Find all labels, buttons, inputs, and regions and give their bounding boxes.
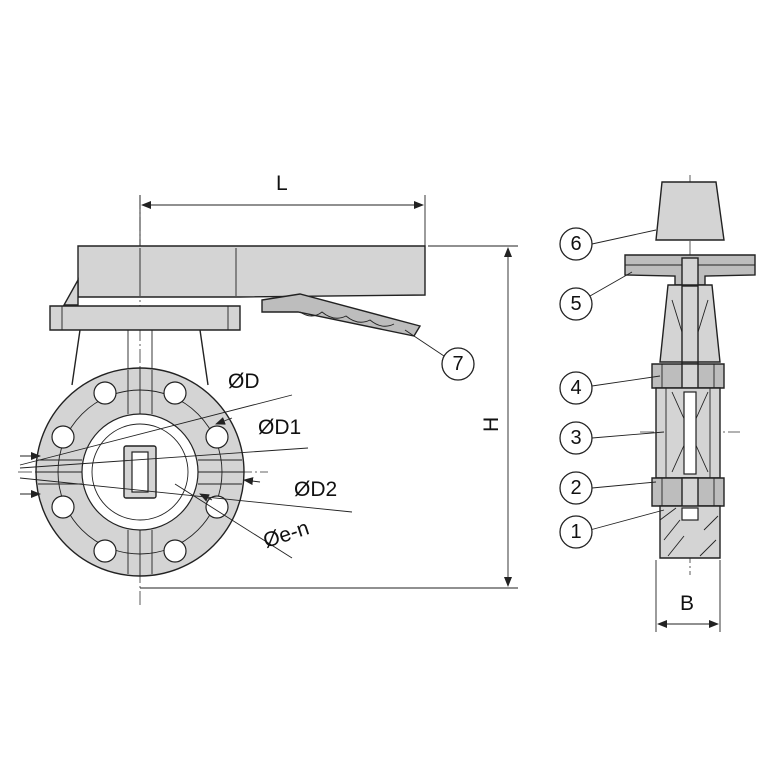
label-phi-D: ØD — [228, 370, 260, 393]
label-L: L — [276, 172, 288, 195]
callout-6-label: 6 — [570, 233, 581, 255]
label-H: H — [480, 417, 503, 432]
callout-5 — [559, 287, 593, 321]
leader-D1 — [19, 447, 309, 469]
ribs — [36, 368, 244, 576]
callouts-side: 6 5 4 3 2 1 — [559, 227, 665, 549]
callout-4-label: 4 — [570, 377, 581, 399]
lever-handle — [62, 245, 426, 306]
label-phi-D2: ØD2 — [294, 478, 337, 501]
callout-3-label: 3 — [570, 427, 581, 449]
callout-5-label: 5 — [570, 293, 581, 315]
neck-left — [71, 329, 81, 386]
label-phi-D1: ØD1 — [258, 416, 301, 439]
callout-6 — [559, 227, 593, 261]
callout-7 — [441, 347, 475, 381]
disc-circle — [91, 423, 189, 521]
handle-cap — [655, 181, 725, 241]
label-B: B — [680, 592, 694, 615]
callout-4 — [559, 371, 593, 405]
neck-right — [199, 329, 209, 386]
callout-2-label: 2 — [570, 477, 581, 499]
label-phi-e-n: Øe-n — [260, 516, 312, 552]
top-flange-block — [49, 305, 241, 331]
base-flange — [659, 505, 721, 559]
bolt-holes — [51, 381, 229, 563]
callout-2 — [559, 471, 593, 505]
leader-en — [174, 483, 293, 559]
callout-3 — [559, 421, 593, 455]
front-view: ØD ØD1 ØD2 Øe-n L H 7 — [18, 172, 518, 605]
trigger-lever — [261, 293, 422, 337]
callout-7-label: 7 — [452, 353, 463, 375]
leader-D2 — [19, 477, 353, 513]
callout-1 — [559, 515, 593, 549]
leader-D — [19, 394, 293, 466]
callout-1-label: 1 — [570, 521, 581, 543]
side-view: B 6 5 4 3 2 1 — [559, 175, 756, 632]
